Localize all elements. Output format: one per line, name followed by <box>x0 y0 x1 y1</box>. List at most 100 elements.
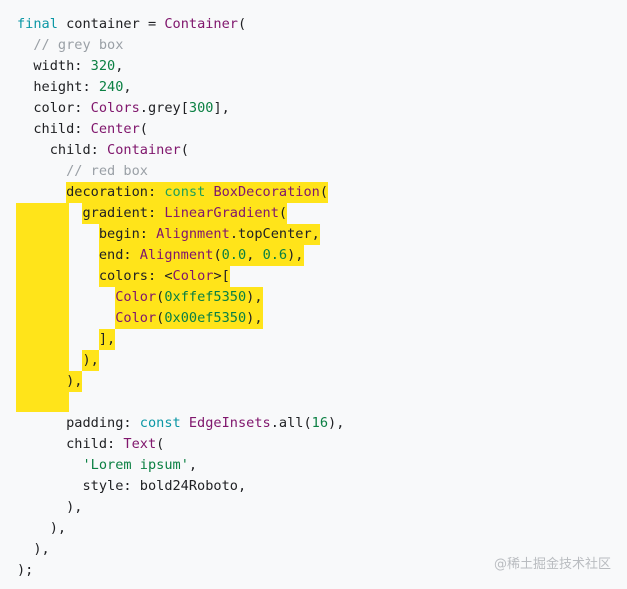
code-token: , <box>123 79 132 95</box>
code-token: Color <box>115 308 157 329</box>
code-token <box>17 350 82 371</box>
code-token: ), <box>246 287 263 308</box>
code-token <box>17 245 99 266</box>
code-line: colors: <Color>[ <box>17 266 230 287</box>
code-token: ), <box>17 499 83 515</box>
code-token: Color <box>115 287 157 308</box>
code-token: 300 <box>188 100 214 116</box>
code-token: ( <box>180 142 189 158</box>
code-token: 'Lorem ipsum' <box>82 457 189 473</box>
code-token: color: <box>17 100 91 116</box>
code-line: ), <box>17 518 66 539</box>
code-token: ), <box>82 350 99 371</box>
watermark: @稀土掘金技术社区 <box>493 557 611 572</box>
code-token: EdgeInsets <box>188 415 271 431</box>
code-token: ), <box>328 415 345 431</box>
code-token: ( <box>156 308 165 329</box>
code-token: Alignment <box>156 224 230 245</box>
code-line: child: Text( <box>17 434 164 455</box>
code-token: const <box>139 415 189 431</box>
code-token: child: <box>17 436 124 452</box>
code-token: height: <box>17 79 99 95</box>
code-token: 16 <box>311 415 329 431</box>
code-token: ( <box>238 16 247 32</box>
code-token <box>17 161 66 182</box>
code-token <box>17 287 115 308</box>
code-line: Color(0xffef5350), <box>17 287 263 308</box>
code-token: Container <box>107 142 181 158</box>
code-token: Text <box>123 436 157 452</box>
code-line: ), <box>17 539 50 560</box>
code-token: , <box>188 457 198 473</box>
code-token: , <box>115 58 124 74</box>
code-token: ), <box>287 245 304 266</box>
code-token <box>17 203 82 224</box>
code-token: style: bold24Roboto, <box>17 478 247 494</box>
code-token: decoration: <box>66 182 165 203</box>
code-token <box>17 266 99 287</box>
code-line: color: Colors.grey[300], <box>17 98 229 119</box>
code-token: ], <box>98 329 116 350</box>
code-token: begin: <box>98 224 157 245</box>
code-token: gradient: <box>82 203 165 224</box>
code-line: end: Alignment(0.0, 0.6), <box>17 245 304 266</box>
code-token: container = <box>57 16 165 32</box>
code-token: ), <box>17 541 50 557</box>
code-token: 0x00ef5350 <box>164 308 247 329</box>
code-token: .all( <box>270 415 312 431</box>
code-line: style: bold24Roboto, <box>17 476 246 497</box>
code-token: ( <box>156 436 165 452</box>
code-token: child: <box>17 142 108 158</box>
code-token: ), <box>17 520 67 536</box>
code-token: ( <box>278 203 288 224</box>
code-token <box>17 371 66 392</box>
code-token <box>17 329 99 350</box>
code-line: 'Lorem ipsum', <box>17 455 197 476</box>
code-line: ); <box>17 560 33 581</box>
code-token: padding: <box>17 415 140 431</box>
code-line: child: Container( <box>17 140 189 161</box>
code-line: Color(0x00ef5350), <box>17 308 263 329</box>
code-token: .grey[ <box>139 100 189 116</box>
code-token: ), <box>66 371 83 392</box>
code-token: ( <box>156 287 165 308</box>
code-line: child: Center( <box>17 119 148 140</box>
code-token: // red box <box>66 163 148 179</box>
code-line: ), <box>17 350 99 371</box>
code-line: height: 240, <box>17 77 132 98</box>
code-token <box>17 182 66 203</box>
code-token: , <box>246 245 263 266</box>
code-token: Container <box>164 16 238 32</box>
code-token: 0xffef5350 <box>164 287 247 308</box>
code-token: Colors <box>90 100 140 116</box>
code-token: 320 <box>90 58 116 74</box>
code-token: ( <box>213 245 222 266</box>
code-token: 0.0 <box>221 245 247 266</box>
code-line: ], <box>17 329 116 350</box>
code-line: width: 320, <box>17 56 123 77</box>
code-token: end: <box>98 245 140 266</box>
code-line: decoration: const BoxDecoration( <box>17 182 329 203</box>
code-token <box>17 35 33 56</box>
code-line: // red box <box>17 161 148 182</box>
code-token: LinearGradient <box>164 203 279 224</box>
code-token: const <box>164 182 214 203</box>
code-token: final <box>17 16 58 32</box>
code-line: // grey box <box>17 35 123 56</box>
code-token: ( <box>319 182 329 203</box>
highlight-block <box>16 203 69 412</box>
code-line: gradient: LinearGradient( <box>17 203 288 224</box>
code-token: ( <box>139 121 148 137</box>
code-token <box>17 308 115 329</box>
code-token: ); <box>17 562 34 578</box>
code-token: Center <box>90 121 140 137</box>
code-token: Alignment <box>139 245 214 266</box>
code-token: 240 <box>98 79 124 95</box>
code-token: >[ <box>213 266 230 287</box>
code-token: BoxDecoration <box>213 182 320 203</box>
code-line: final container = Container( <box>17 14 246 35</box>
code-line: begin: Alignment.topCenter, <box>17 224 320 245</box>
code-line: ), <box>17 371 83 392</box>
code-token: .topCenter, <box>229 224 320 245</box>
